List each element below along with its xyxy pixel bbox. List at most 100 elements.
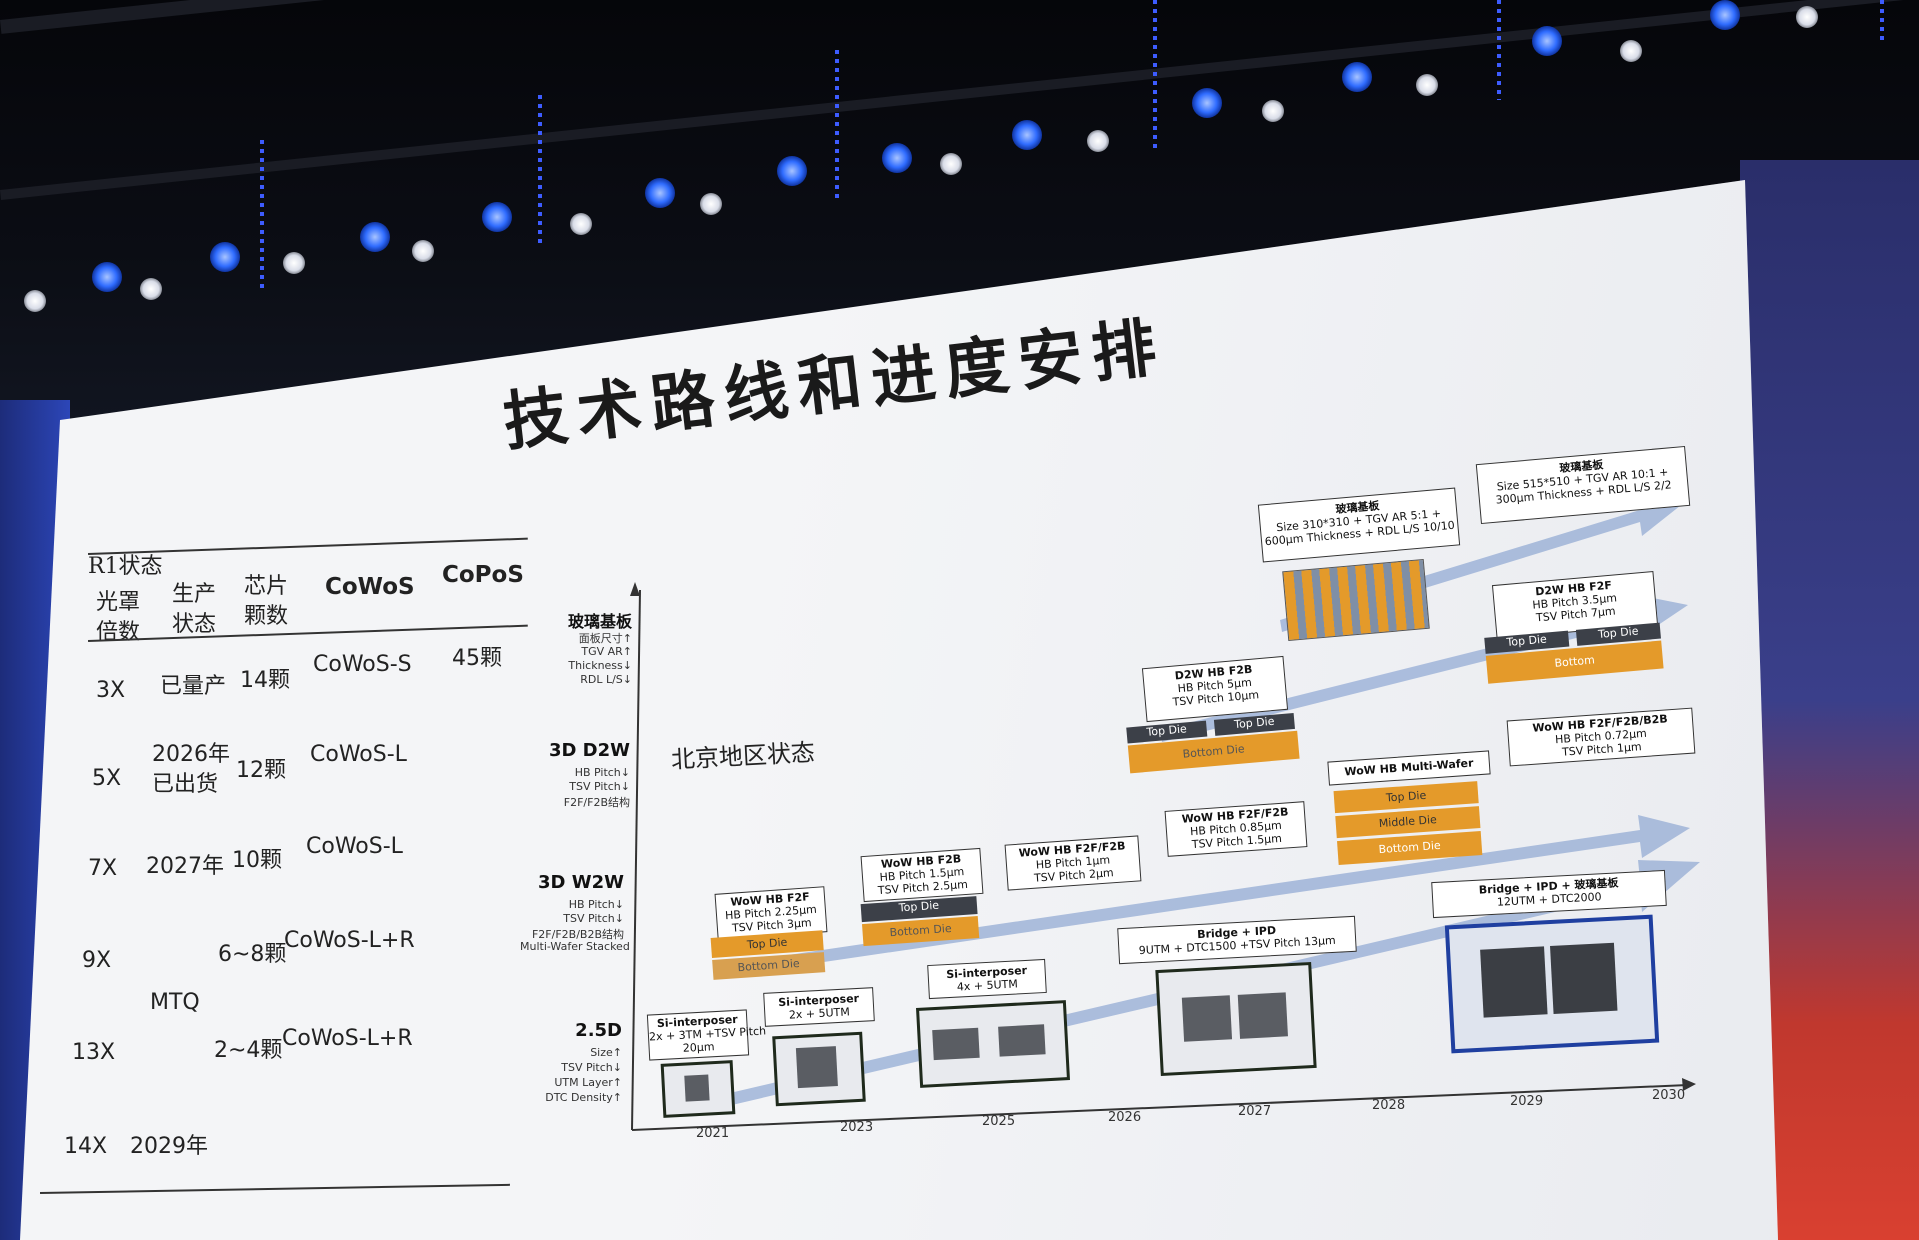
- led-strip: [1880, 0, 1884, 40]
- stage-light: [92, 262, 122, 292]
- d25-chip-4: [1155, 961, 1317, 1077]
- header-chips: 芯片 颗数: [244, 574, 289, 629]
- w2w-box-4: WoW HB F2F/F2B HB Pitch 0.85μm TSV Pitch…: [1164, 801, 1308, 857]
- x-year-2030: 2030: [1652, 1088, 1686, 1103]
- stage-light: [1192, 88, 1222, 118]
- stage-light: [1012, 120, 1042, 150]
- row-13x-chips: 2~4颗: [214, 1038, 283, 1063]
- row-5x-chips: 12颗: [236, 758, 286, 783]
- row-5x-status: 2026年 已出货: [152, 742, 230, 797]
- stage-light: [570, 213, 592, 235]
- die-block: [1237, 992, 1288, 1039]
- die-block: [998, 1024, 1046, 1057]
- y-sub-2-5d-3: DTC Density↑: [545, 1091, 622, 1104]
- stage-light: [1262, 100, 1284, 122]
- die-block: [1181, 995, 1233, 1042]
- die-block: [684, 1074, 710, 1102]
- y-sub-w2w-0: HB Pitch↓: [568, 898, 624, 911]
- stage-light: [283, 252, 305, 274]
- y-sub-d2w-1: TSV Pitch↓: [569, 780, 630, 793]
- y-sub-2-5d-0: Size↑: [590, 1046, 622, 1059]
- stage-light: [882, 143, 912, 173]
- w2w-box-3: WoW HB F2F/F2B HB Pitch 1μm TSV Pitch 2μ…: [1004, 835, 1142, 891]
- row-13x-reticle: 13X: [72, 1040, 116, 1065]
- x-year-2029: 2029: [1510, 1094, 1544, 1109]
- y-sub-2-5d-1: TSV Pitch↓: [561, 1061, 622, 1074]
- row-7x-chips: 10颗: [232, 848, 282, 873]
- row-3x-reticle: 3X: [96, 678, 126, 703]
- d25-chip-2: [772, 1031, 866, 1107]
- d25-box-3: Si-interposer 4x + 5UTM: [927, 958, 1047, 1000]
- led-strip: [260, 140, 264, 290]
- x-year-2021: 2021: [696, 1126, 730, 1141]
- stage-light: [24, 290, 46, 312]
- w2w-illustration-1: Top Die Bottom Die: [710, 930, 828, 982]
- y-label-2-5d: 2.5D: [575, 1020, 622, 1041]
- row-13x-cowos: CoWoS-L+R: [282, 1026, 413, 1051]
- header-cowos: CoWoS: [325, 574, 415, 600]
- d25-box-2: Si-interposer 2x + 5UTM: [763, 987, 875, 1027]
- row-9x-cowos: CoWoS-L+R: [284, 928, 415, 953]
- stage-light: [1416, 74, 1438, 96]
- row-7x-reticle: 7X: [88, 856, 118, 881]
- y-label-w2w: 3D W2W: [538, 872, 624, 893]
- x-year-2027: 2027: [1238, 1104, 1272, 1119]
- row-14x-reticle: 14X: [64, 1134, 108, 1159]
- die-block: [795, 1046, 838, 1089]
- row-3x-copos: 45颗: [452, 646, 502, 671]
- y-sub-glass-1: TGV AR↑: [581, 645, 632, 658]
- x-year-2026: 2026: [1108, 1110, 1142, 1125]
- w2w-illustration-5: Top Die Middle Die Bottom Die: [1333, 781, 1485, 867]
- x-axis-line: [631, 1084, 1689, 1131]
- row-5x-cowos: CoWoS-L: [310, 742, 407, 767]
- x-axis-arrow: [1682, 1078, 1696, 1091]
- y-label-glass: 玻璃基板: [567, 612, 632, 631]
- y-sub-d2w-0: HB Pitch↓: [574, 766, 630, 779]
- header-copos: CoPoS: [442, 562, 524, 588]
- header-status: 生产 状态: [172, 582, 217, 637]
- stage-light: [482, 202, 512, 232]
- y-sub-glass-3: RDL L/S↓: [580, 673, 632, 686]
- stage-light: [210, 242, 240, 272]
- row-7x-status: 2027年: [146, 854, 224, 879]
- stage-light: [360, 222, 390, 252]
- d25-box-1: Si-interposer 2x + 3TM +TSV Pitch 20μm: [646, 1009, 766, 1061]
- y-sub-w2w-3: Multi-Wafer Stacked: [520, 940, 630, 953]
- row-5x-reticle: 5X: [92, 766, 122, 791]
- x-year-2023: 2023: [840, 1120, 874, 1135]
- y-sub-w2w-1: TSV Pitch↓: [563, 912, 624, 925]
- stage-light: [1087, 130, 1109, 152]
- x-year-2028: 2028: [1372, 1098, 1406, 1113]
- stage-light: [700, 193, 722, 215]
- y-label-d2w: 3D D2W: [548, 740, 630, 761]
- d25-chip-3: [916, 1000, 1070, 1088]
- stage-light: [777, 156, 807, 186]
- die-block: [932, 1027, 980, 1061]
- x-year-2025: 2025: [982, 1114, 1016, 1129]
- w2w-box-2: WoW HB F2B HB Pitch 1.5μm TSV Pitch 2.5μ…: [860, 847, 984, 903]
- table-caption: R1状态: [88, 554, 163, 579]
- y-sub-d2w-2: F2F/F2B结构: [563, 796, 630, 809]
- led-strip: [538, 95, 542, 245]
- stage-light: [1620, 40, 1642, 62]
- y-axis-arrow: [630, 582, 640, 596]
- stage-light: [1342, 62, 1372, 92]
- row-14x-status: 2029年: [130, 1134, 208, 1159]
- stage-light: [1796, 6, 1818, 28]
- row-9x-reticle: 9X: [82, 948, 112, 973]
- stage-light: [140, 278, 162, 300]
- stage-light: [940, 153, 962, 175]
- y-sub-glass-0: 面板尺寸↑: [578, 632, 632, 645]
- die-block: [1550, 942, 1618, 1014]
- led-strip: [1497, 0, 1501, 100]
- stage-light: [645, 178, 675, 208]
- stage-light: [412, 240, 434, 262]
- y-axis-line: [631, 589, 641, 1131]
- glass-substrate-illustration: [1282, 558, 1430, 642]
- row-9x-chips: 6~8颗: [218, 942, 287, 967]
- row-3x-chips: 14颗: [240, 668, 290, 693]
- y-sub-glass-2: Thickness↓: [568, 659, 632, 672]
- d25-chip-1: [660, 1060, 736, 1118]
- led-strip: [1153, 0, 1157, 150]
- row-13x-status: MTQ: [150, 990, 200, 1015]
